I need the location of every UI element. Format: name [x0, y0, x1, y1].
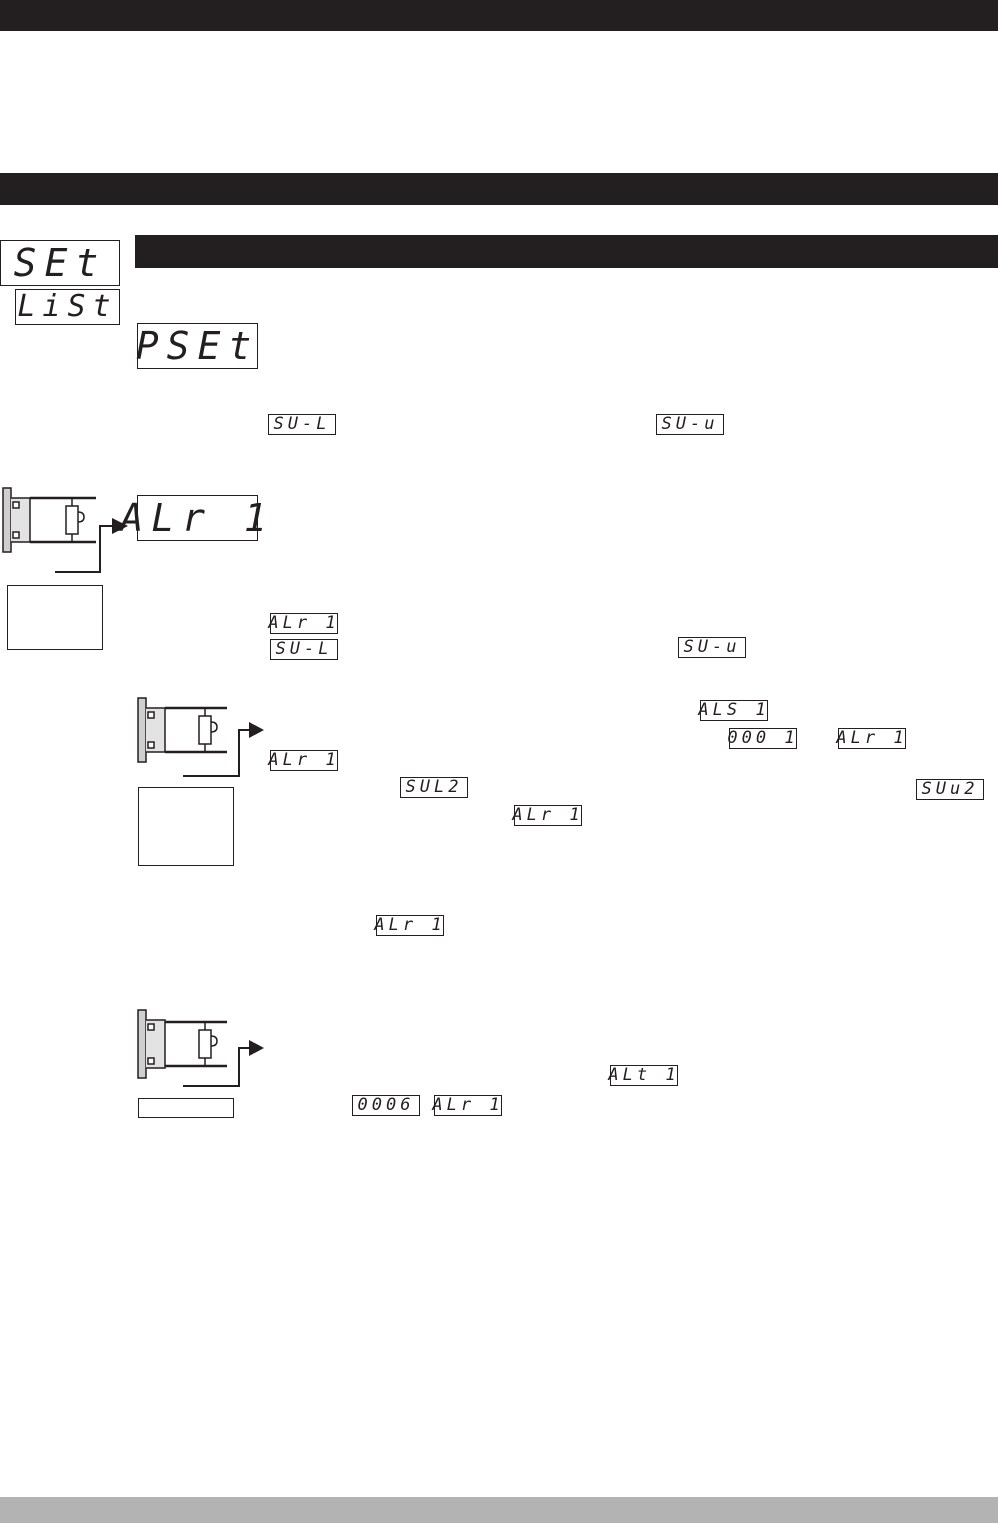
alr1-display: ALr 1	[268, 750, 340, 771]
su-l-display: SU-L	[270, 639, 338, 660]
als1-display: ALS 1	[698, 700, 770, 721]
alt1-display: ALt 1	[608, 1065, 680, 1086]
section-header-bar	[0, 173, 998, 205]
suu2-display: SUu2	[916, 779, 984, 800]
su-l-display: SU-L	[268, 414, 336, 435]
relay-diagram-icon	[2, 487, 128, 573]
alr1-display: ALr 1	[120, 495, 275, 541]
alr1-display: ALr 1	[268, 613, 340, 634]
value-0001-display: 000 1	[727, 728, 799, 749]
sul2-display: SUL2	[400, 777, 468, 798]
pset-display: PSEt	[135, 323, 260, 369]
note-box	[138, 1098, 234, 1118]
value-0006-display: 0006	[352, 1095, 420, 1116]
relay-diagram-icon	[137, 697, 264, 777]
note-box	[7, 585, 103, 650]
alr1-display: ALr 1	[512, 805, 584, 826]
note-box	[138, 787, 234, 866]
arrow-right-icon	[249, 722, 264, 738]
arrow-right-icon	[249, 1040, 264, 1056]
set-display: SEt	[0, 240, 120, 286]
footer-bar	[0, 1497, 998, 1523]
alr1-display: ALr 1	[374, 915, 446, 936]
subsection-header-bar	[135, 235, 998, 268]
su-u-display: SU-u	[678, 637, 746, 658]
arrow-right-icon	[112, 518, 128, 534]
su-u-display: SU-u	[656, 414, 724, 435]
alr1-display: ALr 1	[432, 1095, 504, 1116]
top-header-bar	[0, 0, 998, 31]
list-display: LiSt	[15, 289, 120, 325]
alr1-display: ALr 1	[836, 728, 908, 749]
relay-diagram-icon	[137, 1009, 264, 1087]
